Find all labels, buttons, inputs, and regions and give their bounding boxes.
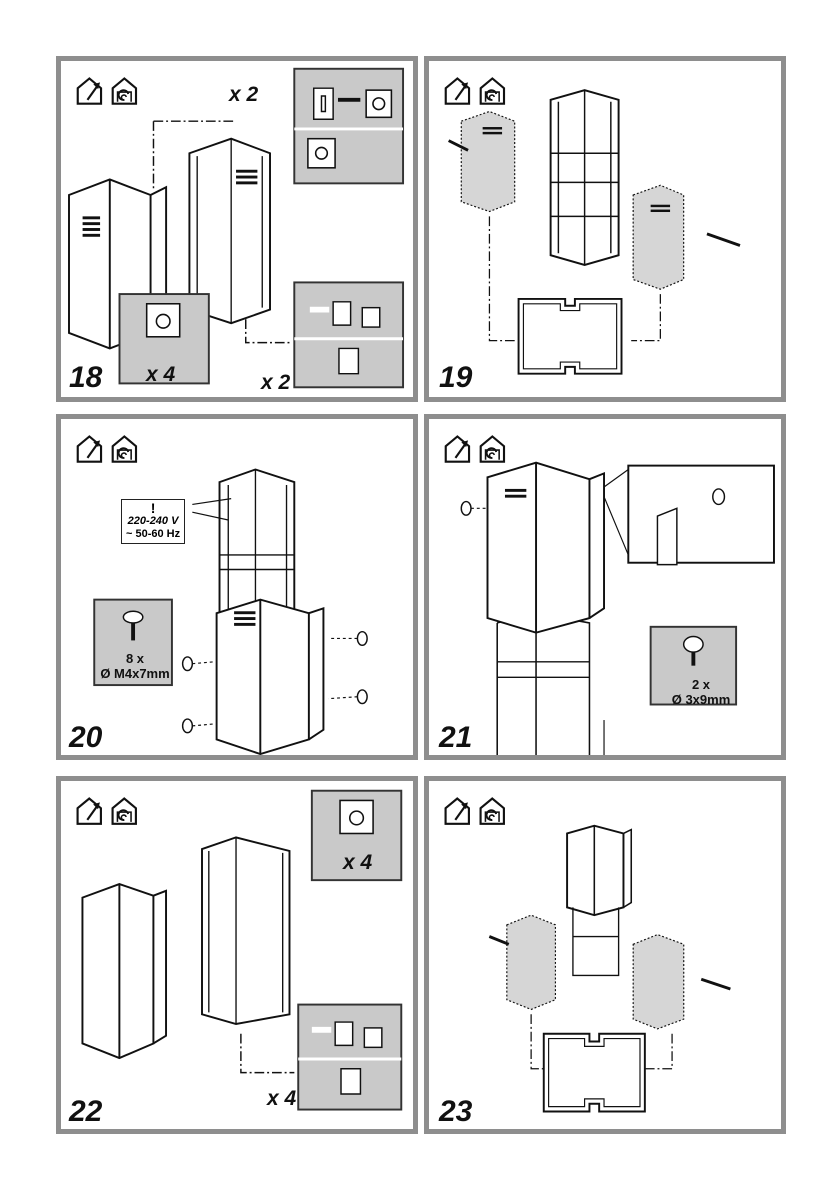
step-number: 21 (439, 721, 473, 754)
step-21-panel: 2 x Ø 3x9mm 21 (424, 414, 786, 760)
warning-voltage: 220-240 V (127, 515, 179, 527)
step-20-panel: ! 220-240 V ~ 50-60 Hz 8 x Ø M4x7mm 20 (56, 414, 418, 760)
clip-quantity-label: x 4 (343, 851, 373, 874)
step-number: 23 (439, 1095, 473, 1128)
step-23-illustration (444, 797, 731, 1113)
step-18-illustration (68, 67, 405, 389)
step-number: 18 (69, 361, 103, 394)
step-22-illustration (76, 789, 403, 1111)
bottom-quantity-label: x 2 (261, 371, 291, 394)
screw-spec: 8 x Ø M4x7mm (95, 651, 175, 681)
voltage-warning-label: ! 220-240 V ~ 50-60 Hz (121, 499, 186, 544)
step-20-illustration (76, 435, 368, 755)
step-22-panel: x 4 x 4 22 (56, 776, 418, 1134)
clip-quantity-label: x 4 (146, 363, 176, 386)
step-18-panel: x 2 x 4 x 2 18 (56, 56, 418, 402)
screw-count: 8 x (125, 651, 145, 666)
step-23-panel: 23 (424, 776, 786, 1134)
warning-symbol: ! (150, 500, 156, 516)
screw-size: Ø M4x7mm (100, 666, 170, 681)
top-quantity-label: x 2 (229, 83, 259, 106)
screw-spec: 2 x Ø 3x9mm (657, 677, 745, 707)
step-number: 20 (69, 721, 103, 754)
step-19-illustration (444, 77, 741, 375)
step-19-panel: 19 (424, 56, 786, 402)
step-number: 19 (439, 361, 473, 394)
bottom-quantity-label: x 4 (267, 1087, 297, 1110)
step-21-illustration (444, 435, 775, 755)
warning-frequency: ~ 50-60 Hz (126, 528, 181, 540)
screw-size: Ø 3x9mm (671, 692, 731, 707)
step-number: 22 (69, 1095, 103, 1128)
screw-count: 2 x (691, 677, 711, 692)
